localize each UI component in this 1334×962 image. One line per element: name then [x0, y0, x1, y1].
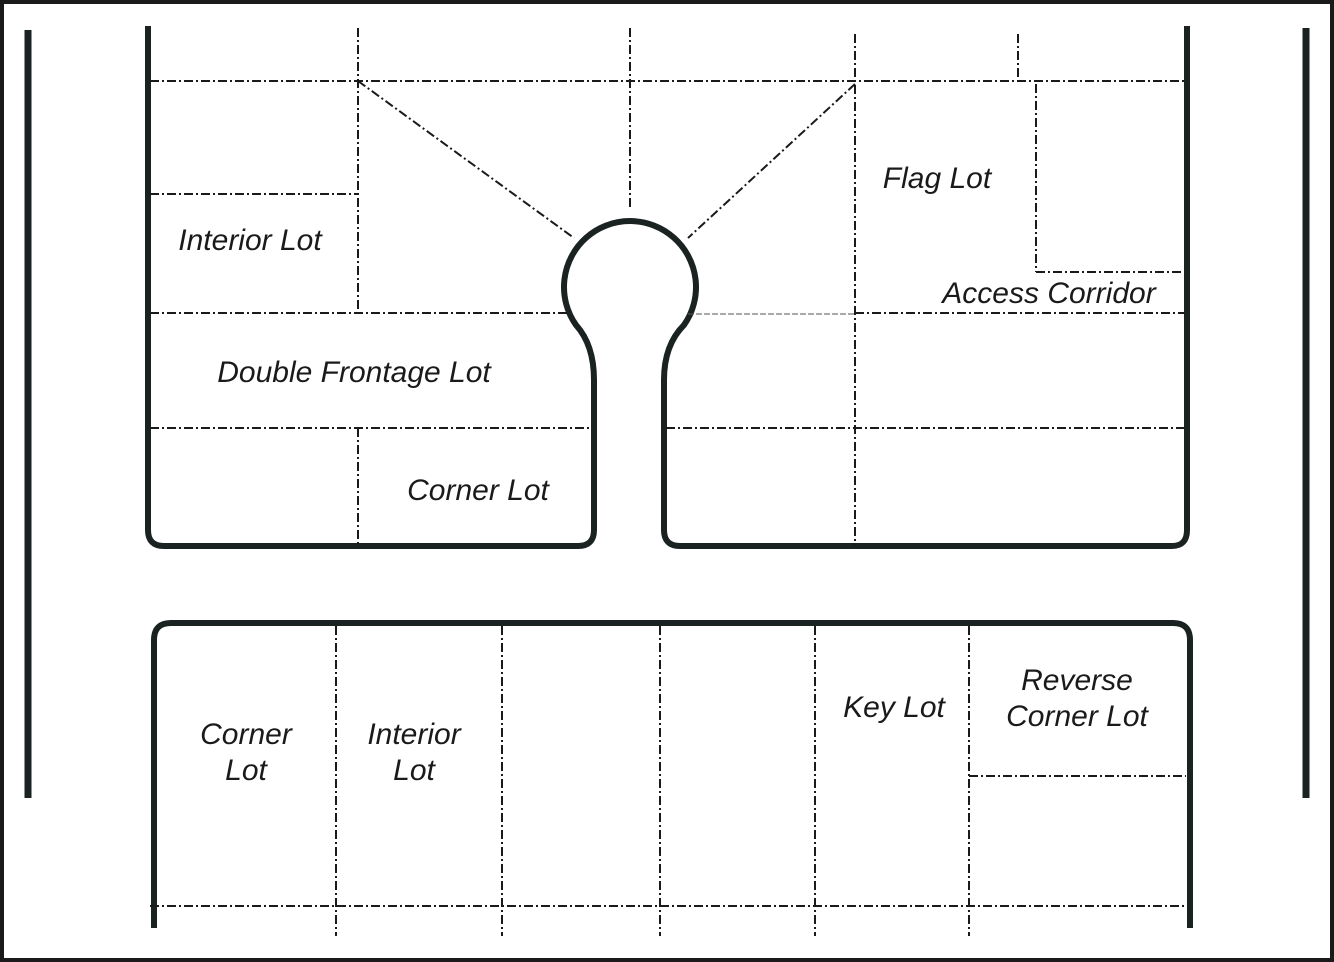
label-interior-lot-bottom-line2: Lot [393, 754, 436, 787]
label-reverse-corner-lot-line1: Reverse [1021, 664, 1133, 697]
label-corner-lot-bottom-line1: Corner [200, 718, 293, 751]
label-key-lot: Key Lot [843, 691, 946, 724]
label-access-corridor: Access Corridor [940, 277, 1156, 310]
label-corner-lot-bottom-line2: Lot [225, 754, 268, 787]
lower-block-outline [151, 620, 1193, 928]
label-flag-lot: Flag Lot [883, 162, 993, 195]
cul-de-sac-right-diagonal [687, 83, 856, 239]
label-double-frontage-lot: Double Frontage Lot [217, 356, 492, 389]
label-interior-lot-bottom-line1: Interior [367, 718, 461, 751]
lot-labels: Interior Lot Double Frontage Lot Corner … [178, 162, 1156, 787]
upper-block-outline [145, 26, 1190, 549]
lower-block [150, 620, 1193, 936]
label-corner-lot-top: Corner Lot [407, 474, 550, 507]
label-interior-lot-top: Interior Lot [178, 224, 323, 257]
cul-de-sac-left-diagonal [357, 80, 575, 239]
label-reverse-corner-lot-line2: Corner Lot [1006, 700, 1149, 733]
upper-block [145, 26, 1190, 549]
